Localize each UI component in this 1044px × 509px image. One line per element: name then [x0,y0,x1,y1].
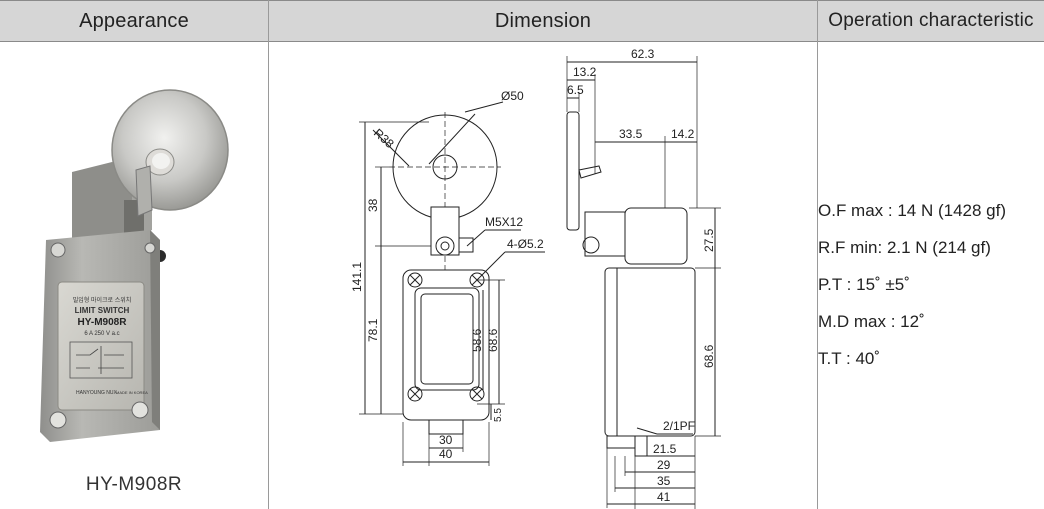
header-dimension: Dimension [269,0,817,42]
op-of: O.F max : 14 N (1428 gf) [818,201,1007,220]
dim-roller-dia: Ø50 [501,89,524,103]
op-md: M.D max : 12˚ [818,312,925,331]
dim-41: 41 [657,490,671,504]
dim-5: 5.5 [493,408,504,422]
dim-6: 6.5 [567,83,584,97]
brand-label: HANYOUNG NUX [76,390,118,396]
op-rf: R.F min: 2.1 N (214 gf) [818,238,991,257]
op-pt: P.T : 15˚ ±5˚ [818,275,910,294]
dim-68a: 68.6 [486,328,500,352]
label-title: LIMIT SWITCH [75,306,130,315]
dim-screw: M5X12 [485,215,523,229]
label-korean: 밀입형 마이크로 스위치 [73,296,132,304]
dim-68b: 68.6 [702,344,716,368]
label-rating: 6 A 250 V a.c [84,331,119,337]
header-operation: Operation characteristic [818,0,1044,42]
dim-78: 78.1 [366,318,380,342]
model-name: HY-M908R [85,474,183,495]
dim-13: 13.2 [573,65,597,79]
dim-27: 27.5 [702,228,716,252]
dim-38: 38 [366,198,380,212]
dim-58: 58.6 [470,328,484,352]
dim-35: 35 [657,474,671,488]
product-photo: 밀입형 마이크로 스위치 LIMIT SWITCH HY-M908R 6 A 2… [40,89,229,442]
dim-conduit: 2/1PF [663,419,695,433]
dim-21: 21.5 [653,442,677,456]
made-in-label: MADE IN KOREA [116,390,148,395]
header-appearance: Appearance [0,0,268,42]
dim-radius: R38 [371,126,397,151]
wiring-diagram [69,341,133,379]
label-model: HY-M908R [78,317,128,328]
dim-29: 29 [657,458,671,472]
column-divider [817,0,818,509]
dim-30: 30 [439,433,453,447]
dim-33: 33.5 [619,127,643,141]
dim-holes: 4-Ø5.2 [507,237,544,251]
dim-141: 141.1 [350,262,364,292]
dim-top-width: 62.3 [631,47,655,61]
dim-14: 14.2 [671,127,695,141]
dim-40: 40 [439,447,453,461]
column-divider [268,0,269,509]
op-tt: T.T : 40˚ [818,349,881,368]
operation-list: O.F max : 14 N (1428 gf) R.F min: 2.1 N … [818,192,1044,377]
dimension-drawing: 62.3 13.2 6.5 33.5 14.2 Ø50 R38 M5X12 4-… [350,47,721,509]
